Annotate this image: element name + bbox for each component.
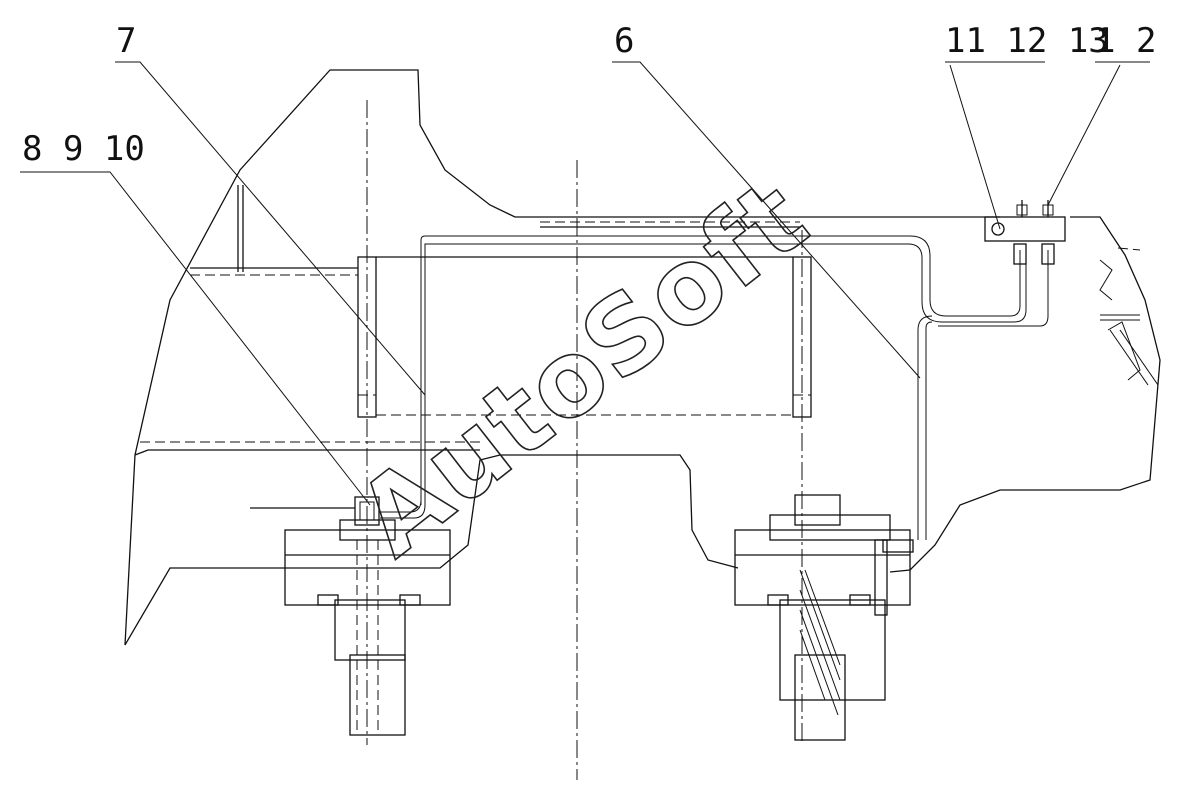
- valve-block: [984, 200, 1066, 265]
- center-lines: [366, 100, 803, 780]
- callout-8-9-10: 8 9 10: [22, 129, 145, 169]
- frame-outline: [124, 69, 1000, 646]
- callout-6: 6: [614, 21, 634, 61]
- central-beam: [190, 256, 812, 418]
- frame-outline-right: [889, 216, 1161, 573]
- callout-7: 7: [116, 21, 136, 61]
- leader-lines: [20, 61, 1150, 506]
- callout-1-2: 1 2: [1095, 21, 1156, 61]
- autosoft-watermark: AutoSoft: [335, 155, 830, 579]
- right-wheel-hub: [734, 494, 914, 741]
- callout-11-12-13: 11 12 13: [945, 21, 1109, 61]
- top-rail: [540, 221, 800, 228]
- hydraulic-pipes: [380, 235, 1049, 540]
- left-wheel-hub: [250, 496, 451, 736]
